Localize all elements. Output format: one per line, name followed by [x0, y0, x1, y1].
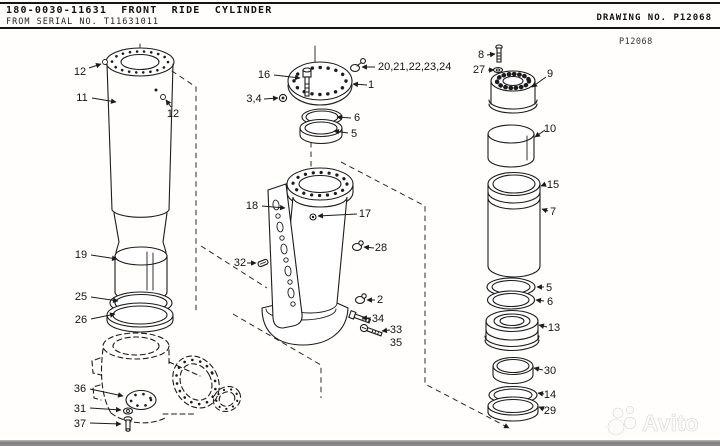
part-16-bolt — [302, 67, 312, 97]
part-30-ring — [492, 356, 534, 385]
callout-14: 14 — [544, 389, 556, 401]
callout-15: 15 — [547, 179, 559, 191]
part-37-bolt — [123, 416, 133, 432]
callout-28: 28 — [375, 242, 387, 254]
part-9-piston — [488, 70, 538, 114]
part-11-rod — [102, 43, 175, 261]
part-26-ring — [106, 302, 174, 333]
footer-bar — [0, 440, 720, 446]
top-rule — [0, 2, 720, 4]
callout-6m: 6 — [354, 112, 360, 124]
callout-2: 2 — [377, 294, 383, 306]
part-7-tube — [487, 171, 541, 278]
serial-number-line: FROM SERIAL NO. T11631011 — [6, 16, 159, 27]
callout-12b: 12 — [167, 108, 179, 120]
part-36-plate — [125, 389, 157, 411]
drawing-number: DRAWING NO. P12068 — [596, 13, 712, 23]
callout-37: 37 — [74, 418, 86, 430]
avito-watermark-text: Avito — [642, 410, 699, 436]
callout-7: 7 — [550, 206, 556, 218]
callout-26: 26 — [75, 314, 87, 326]
callout-16: 16 — [258, 69, 270, 81]
part-3-4-plug — [278, 93, 288, 103]
callout-leaders — [88, 51, 549, 427]
part-29-ring — [487, 396, 539, 422]
callout-18: 18 — [246, 200, 258, 212]
header-divider — [0, 27, 720, 29]
avito-watermark: Avito — [606, 403, 714, 439]
callout-9: 9 — [547, 68, 553, 80]
part-27-washer — [492, 66, 504, 74]
callout-35: 35 — [390, 337, 402, 349]
callout-27: 27 — [473, 64, 485, 76]
part-28-fitting — [351, 240, 364, 252]
callout-labels: 12 11 12 19 25 26 36 31 37 16 20,21,22,2… — [74, 49, 560, 430]
callout-25: 25 — [75, 291, 87, 303]
callout-20-24: 20,21,22,23,24 — [378, 61, 451, 73]
part-5-ring-mid — [299, 118, 343, 145]
part-5-ring-right — [486, 277, 536, 297]
part-31-washer — [122, 407, 134, 415]
exploded-parts-diagram: 12 11 12 19 25 26 36 31 37 16 20,21,22,2… — [74, 43, 560, 432]
page-title: 180-0030-11631 FRONT RIDE CYLINDER — [6, 5, 273, 16]
callout-3-4: 3,4 — [246, 93, 261, 105]
callout-11: 11 — [76, 92, 87, 104]
callout-8: 8 — [478, 49, 484, 61]
axle-housing-reference — [91, 332, 242, 424]
avito-logo-icon — [607, 406, 637, 436]
part-17-plug — [309, 213, 317, 221]
callout-17: 17 — [359, 208, 371, 220]
callout-5m: 5 — [351, 128, 357, 140]
callout-13: 13 — [548, 322, 560, 334]
part-18-cylinder-body — [261, 167, 354, 346]
callout-12a: 12 — [74, 66, 86, 78]
callout-32: 32 — [234, 257, 246, 269]
part-6-ring-right — [486, 290, 536, 310]
part-8-bolt — [495, 44, 503, 63]
part-2-fitting — [354, 293, 367, 305]
part-10-sleeve — [487, 124, 535, 168]
callout-29: 29 — [544, 405, 556, 417]
part-1-cap — [287, 45, 353, 106]
callout-1: 1 — [368, 79, 374, 91]
callout-31: 31 — [74, 403, 86, 415]
callout-34: 34 — [372, 313, 384, 325]
callout-36: 36 — [74, 383, 86, 395]
callout-6r: 6 — [547, 296, 553, 308]
callout-10: 10 — [544, 123, 556, 135]
part-13-gland — [484, 309, 540, 352]
callout-30: 30 — [544, 365, 556, 377]
part-32-key — [257, 258, 269, 268]
callout-5r: 5 — [546, 282, 552, 294]
callout-33: 33 — [390, 324, 402, 336]
drawing-code: P12068 — [619, 37, 653, 47]
part-20-24-fitting — [349, 58, 366, 73]
part-33-35-screw — [359, 323, 383, 337]
callout-19: 19 — [75, 249, 87, 261]
